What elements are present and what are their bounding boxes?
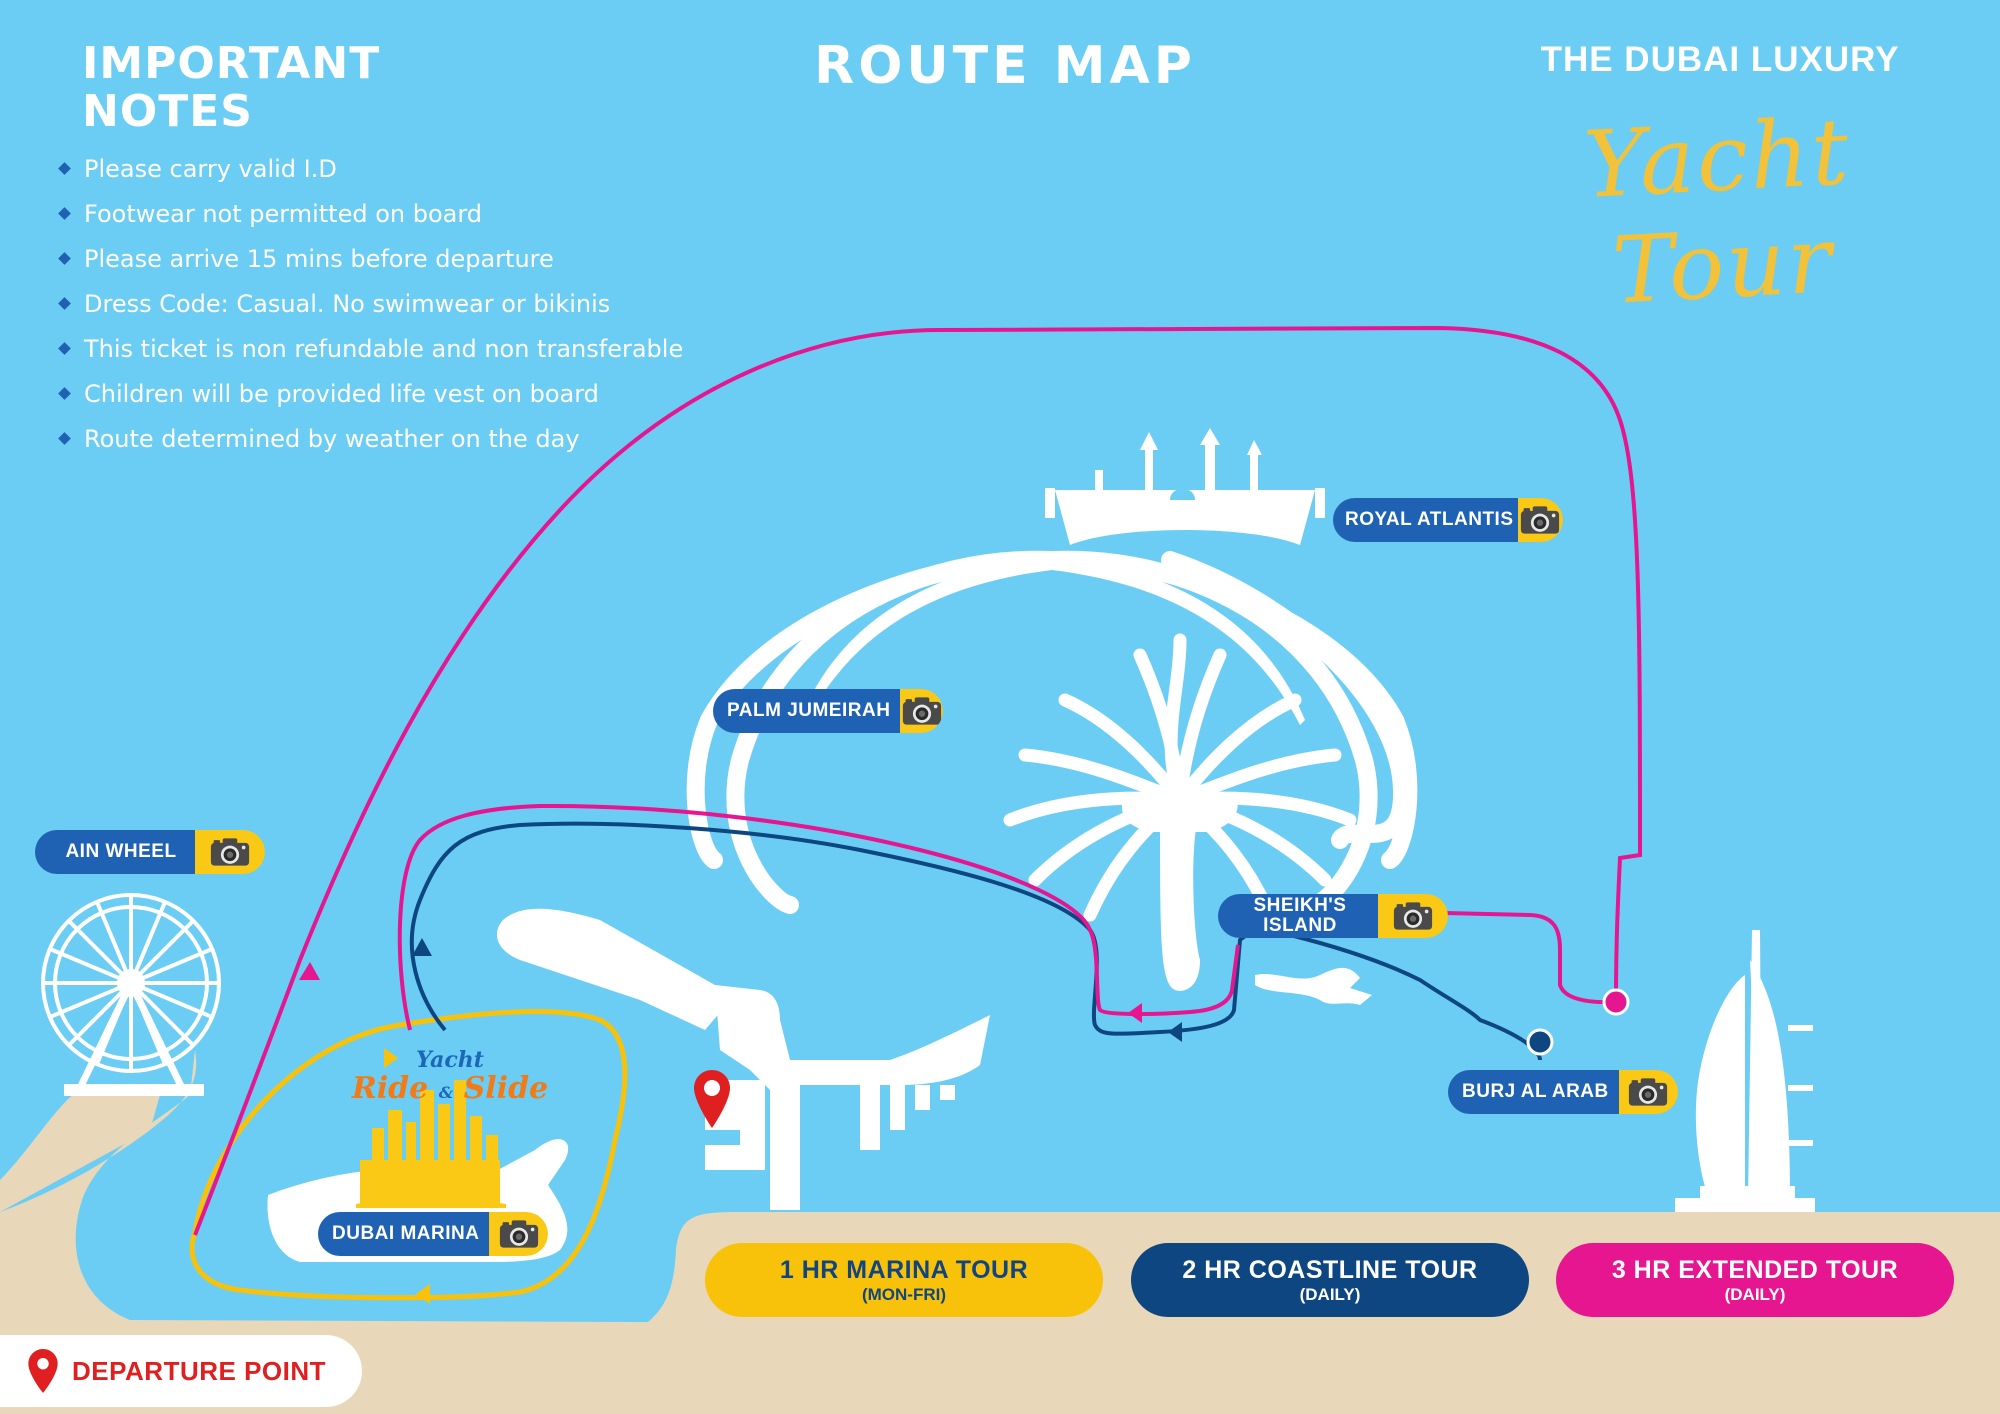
camera-icon: [1618, 1070, 1678, 1114]
notes-title-line1: IMPORTANT: [82, 38, 381, 89]
map-pin-icon[interactable]: [694, 1070, 730, 1128]
location-tag-royal-atlantis[interactable]: ROYAL ATLANTIS: [1333, 498, 1563, 542]
diamond-bullet-icon: [58, 252, 71, 265]
departure-label: DEPARTURE POINT: [72, 1355, 327, 1386]
brand-line: THE DUBAI LUXURY: [1540, 40, 1900, 79]
atlantis-landmark: [1045, 428, 1325, 545]
notes-item: Please arrive 15 mins before departure: [58, 240, 683, 285]
camera-icon: [1517, 498, 1563, 542]
camera-icon: [195, 830, 265, 874]
location-tag-sheikhs-island[interactable]: SHEIKH'S ISLAND: [1218, 894, 1448, 938]
diamond-bullet-icon: [58, 342, 71, 355]
sheikhs-island-shape: [1255, 967, 1372, 1005]
notes-item: Route determined by weather on the day: [58, 420, 683, 465]
page-title: ROUTE MAP: [814, 36, 1196, 96]
arrow-coastline-up: [412, 938, 432, 956]
route-extended-return: [1088, 911, 1617, 1017]
diamond-bullet-icon: [58, 162, 71, 175]
diamond-bullet-icon: [58, 207, 71, 220]
camera-icon: [1378, 894, 1448, 938]
location-tag-ain-wheel[interactable]: AIN WHEEL: [35, 830, 265, 874]
route-dot-extended: [1602, 988, 1630, 1016]
location-label: DUBAI MARINA: [318, 1212, 490, 1256]
arrow-extended-left: [1128, 1003, 1142, 1023]
diamond-bullet-icon: [58, 432, 71, 445]
diamond-bullet-icon: [58, 387, 71, 400]
notes-item: This ticket is non refundable and non tr…: [58, 330, 683, 375]
route-marina-loop: [189, 1009, 628, 1301]
location-tag-dubai-marina[interactable]: DUBAI MARINA: [318, 1212, 548, 1256]
location-label: SHEIKH'S ISLAND: [1218, 894, 1378, 938]
arrow-marina-right: [384, 1048, 398, 1068]
brand-script-logo: Yacht Tour: [1581, 98, 1853, 325]
arrow-marina-left: [416, 1284, 430, 1304]
yacht-ride-slide-logo: Yacht Ride & Slide: [351, 1047, 549, 1106]
location-label: BURJ AL ARAB: [1448, 1070, 1619, 1114]
ain-wheel-landmark: [41, 893, 221, 1096]
palm-jumeirah-island: [686, 550, 1418, 991]
arrow-coastline-left: [1168, 1022, 1182, 1042]
tour-pill-marina[interactable]: 1 HR MARINA TOUR (MON-FRI): [705, 1243, 1103, 1317]
notes-item: Children will be provided life vest on b…: [58, 375, 683, 420]
marina-logo-skyline: [356, 1080, 506, 1208]
tour-pill-extended[interactable]: 3 HR EXTENDED TOUR (DAILY): [1556, 1243, 1954, 1317]
diamond-bullet-icon: [58, 297, 71, 310]
location-label: PALM JUMEIRAH: [713, 689, 901, 733]
departure-point-badge[interactable]: DEPARTURE POINT: [0, 1335, 362, 1407]
notes-item: Dress Code: Casual. No swimwear or bikin…: [58, 285, 683, 330]
tour-pill-coastline[interactable]: 2 HR COASTLINE TOUR (DAILY): [1131, 1243, 1529, 1317]
notes-item: Please carry valid I.D: [58, 150, 683, 195]
notes-list: Please carry valid I.D Footwear not perm…: [58, 150, 683, 465]
location-tag-palm-jumeirah[interactable]: PALM JUMEIRAH: [713, 689, 943, 733]
route-dot-coastline: [1526, 1028, 1554, 1056]
location-label: AIN WHEEL: [35, 830, 195, 874]
notes-title: IMPORTANT NOTES: [82, 40, 380, 136]
location-tag-burj-al-arab[interactable]: BURJ AL ARAB: [1448, 1070, 1678, 1114]
notes-title-line2: NOTES: [82, 86, 253, 137]
route-extended-inner: [397, 803, 1092, 1031]
camera-icon: [489, 1212, 548, 1256]
burj-al-arab-landmark: [1675, 930, 1815, 1212]
camera-icon: [900, 689, 943, 733]
location-label: ROYAL ATLANTIS: [1333, 498, 1518, 542]
coastline-sand: [0, 1050, 2000, 1414]
arrow-extended-up: [299, 962, 320, 980]
notes-item: Footwear not permitted on board: [58, 195, 683, 240]
map-pin-icon: [28, 1349, 58, 1393]
